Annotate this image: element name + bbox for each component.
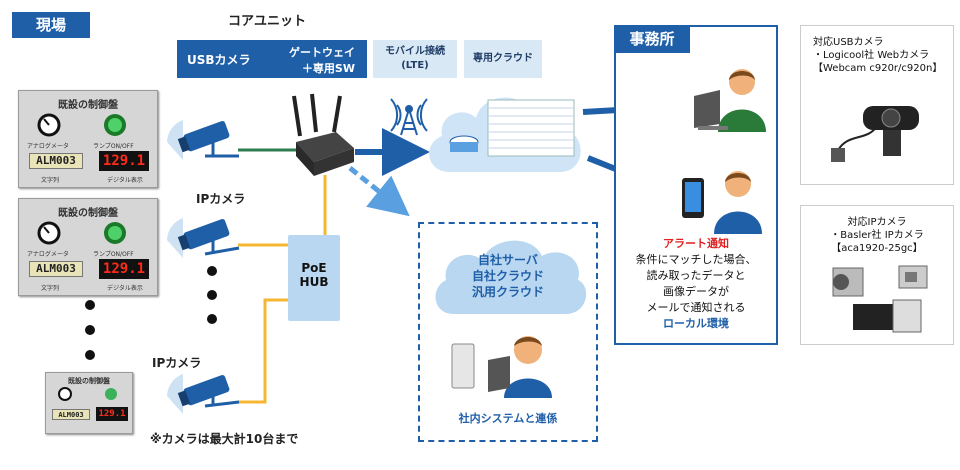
usb-spec-line-1: 対応USBカメラ (813, 37, 884, 48)
ellipsis-dot (207, 314, 217, 324)
lte-antenna-icon (390, 98, 428, 136)
char-caption: 文字列 (41, 285, 60, 292)
ellipsis-dot (207, 266, 217, 276)
inhouse-box (418, 222, 598, 442)
inhouse-line-2: 自社クラウド (471, 269, 544, 283)
core-unit-header: USBカメラ ゲートウェイ ＋専用SW (177, 40, 367, 78)
ip-camera-icon (167, 218, 240, 258)
ip-camera-icon (167, 374, 240, 414)
ip-camera-image-icon (832, 265, 928, 333)
mobile-label-1: モバイル接続 (385, 46, 445, 57)
control-panel-1: 既設の制御盤 アナログメータ ランプON/OFF ALM003 129.1 文字… (18, 90, 158, 188)
led-display: 129.1 (99, 151, 149, 171)
usb-camera-icon (167, 120, 239, 160)
ellipsis-dot (85, 350, 95, 360)
usb-spec-line-3: 【Webcam c920r/c920n】 (813, 63, 943, 74)
mobile-label-2: (LTE) (401, 60, 429, 71)
digital-caption: デジタル表示 (107, 285, 143, 292)
control-panel-3: 既設の制御盤 ALM003 129.1 (45, 372, 133, 434)
gateway-label-1: ゲートウェイ (289, 46, 355, 59)
panel-title: 既設の制御盤 (58, 208, 118, 219)
site-label: 現場 (12, 12, 90, 38)
ellipsis-dot (207, 290, 217, 300)
gauge-caption: アナログメータ (27, 143, 69, 150)
gauge-icon (37, 221, 61, 245)
alm-display: ALM003 (29, 261, 83, 277)
digital-caption: デジタル表示 (107, 177, 143, 184)
local-env: ローカル環境 (663, 317, 729, 330)
alert-title: アラート通知 (663, 237, 729, 250)
char-caption: 文字列 (41, 177, 60, 184)
usb-camera-header-label: USBカメラ (187, 53, 251, 67)
poe-hub: PoE HUB (288, 235, 340, 321)
mobile-box: モバイル接続 (LTE) (373, 40, 457, 78)
led-display: 129.1 (96, 407, 128, 421)
inhouse-line-3: 汎用クラウド (471, 285, 544, 299)
panel-title: 既設の制御盤 (58, 100, 118, 111)
lamp-caption: ランプON/OFF (93, 143, 134, 150)
office-desc-3: 画像データが (663, 285, 729, 298)
usb-spec-box: 対応USBカメラ ・Logicool社 Webカメラ 【Webcam c920r… (800, 25, 954, 185)
poe-hub-label-2: HUB (299, 275, 329, 289)
ip-spec-box: 対応IPカメラ ・Basler社 IPカメラ 【aca1920-25gc】 (800, 205, 954, 345)
gauge-icon (58, 387, 72, 401)
core-unit-label: コアユニット (228, 14, 307, 29)
office-title: 事務所 (614, 25, 690, 53)
inhouse-cloud-icon (435, 240, 587, 314)
ip-spec-line-3: 【aca1920-25gc】 (831, 243, 923, 254)
office-phone-user-icon (682, 171, 762, 234)
poe-hub-label-1: PoE (301, 261, 327, 275)
gateway-label-2: ＋専用SW (301, 62, 355, 75)
gateway-device-icon (292, 93, 354, 176)
alm-display: ALM003 (52, 409, 90, 420)
led-display: 129.1 (99, 259, 149, 279)
webcam-image-icon (831, 106, 919, 162)
usb-spec-line-2: ・Logicool社 Webカメラ (813, 50, 930, 61)
lamp-icon (105, 388, 117, 400)
ellipsis-dot (85, 300, 95, 310)
office-desc-4: メールで通知される (646, 301, 746, 314)
office-desc: アラート通知 条件にマッチした場合、 読み取ったデータと 画像データが メールで… (618, 236, 774, 332)
inhouse-line-1: 自社サーバ (478, 253, 538, 267)
control-panel-2: 既設の制御盤 アナログメータ ランプON/OFF ALM003 129.1 文字… (18, 198, 158, 296)
office-desc-1: 条件にマッチした場合、 (635, 253, 757, 266)
ip-spec-line-1: 対応IPカメラ (847, 217, 907, 228)
lamp-icon (104, 114, 126, 136)
ip-spec-text: 対応IPカメラ ・Basler社 IPカメラ 【aca1920-25gc】 (801, 206, 953, 255)
inhouse-user-icon (451, 336, 552, 398)
alm-display: ALM003 (29, 153, 83, 169)
ip-camera-label-1: IPカメラ (196, 192, 246, 206)
lamp-icon (104, 222, 126, 244)
usb-spec-text: 対応USBカメラ ・Logicool社 Webカメラ 【Webcam c920r… (801, 26, 953, 75)
inhouse-footer: 社内システムと連係 (458, 412, 558, 425)
camera-note: ※カメラは最大計10台まで (150, 432, 299, 446)
gauge-icon (37, 113, 61, 137)
cloud-icon (429, 97, 581, 172)
office-pc-user-icon (694, 69, 766, 132)
inhouse-text: 自社サーバ 自社クラウド 汎用クラウド (448, 252, 568, 300)
gateway-inhouse-arrow (348, 166, 410, 217)
panel-title: 既設の制御盤 (68, 377, 110, 385)
ip-camera-label-2: IPカメラ (152, 356, 202, 370)
lamp-caption: ランプON/OFF (93, 251, 134, 258)
cloud-box: 専用クラウド (464, 40, 542, 78)
ellipsis-dot (85, 325, 95, 335)
ip-spec-line-2: ・Basler社 IPカメラ (830, 230, 924, 241)
gauge-caption: アナログメータ (27, 251, 69, 258)
office-desc-2: 読み取ったデータと (646, 269, 746, 282)
poe-line-cam2 (238, 298, 290, 404)
